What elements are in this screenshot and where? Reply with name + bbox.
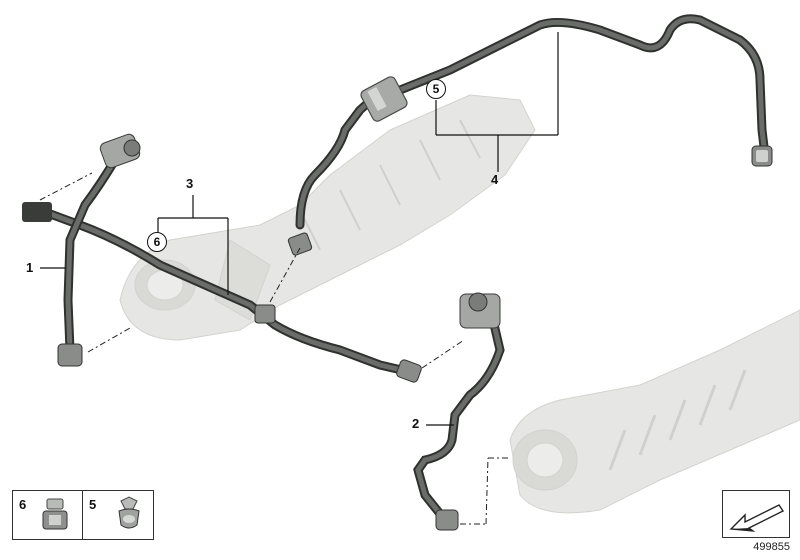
hose-3-assembly [23, 205, 422, 383]
intake-manifold-ghost-upper [119, 94, 536, 341]
callout-2: 2 [412, 416, 420, 431]
diagram-id: 499855 [753, 541, 790, 553]
clip-icon [42, 498, 68, 530]
hose-4-lower-connector [287, 232, 313, 256]
hose-4-end-connector [751, 145, 773, 167]
hose-4-assembly [287, 14, 773, 256]
hose-2-assembly [413, 292, 505, 531]
hose-1-assembly [22, 133, 141, 367]
callout-1: 1 [26, 260, 34, 275]
orientation-arrow-icon [729, 504, 785, 532]
callout-4: 4 [491, 172, 499, 187]
clamp-icon [118, 496, 140, 529]
legend-number-6: 6 [19, 497, 27, 512]
callout-5-circled: 5 [426, 79, 446, 99]
legend-item-5: 5 [82, 490, 154, 540]
valve-top-left [99, 133, 141, 169]
orientation-arrow-box [722, 490, 790, 538]
callout-3: 3 [186, 176, 194, 191]
legend-number-5: 5 [89, 497, 97, 512]
leader-lines [40, 32, 559, 426]
intake-manifold-ghost-lower [509, 309, 800, 514]
legend-item-6: 6 [12, 490, 84, 540]
callout-6-circled: 6 [147, 232, 167, 252]
inline-filter [360, 76, 408, 122]
valve-lower [459, 292, 501, 329]
assembly-guide-lines [39, 172, 510, 525]
